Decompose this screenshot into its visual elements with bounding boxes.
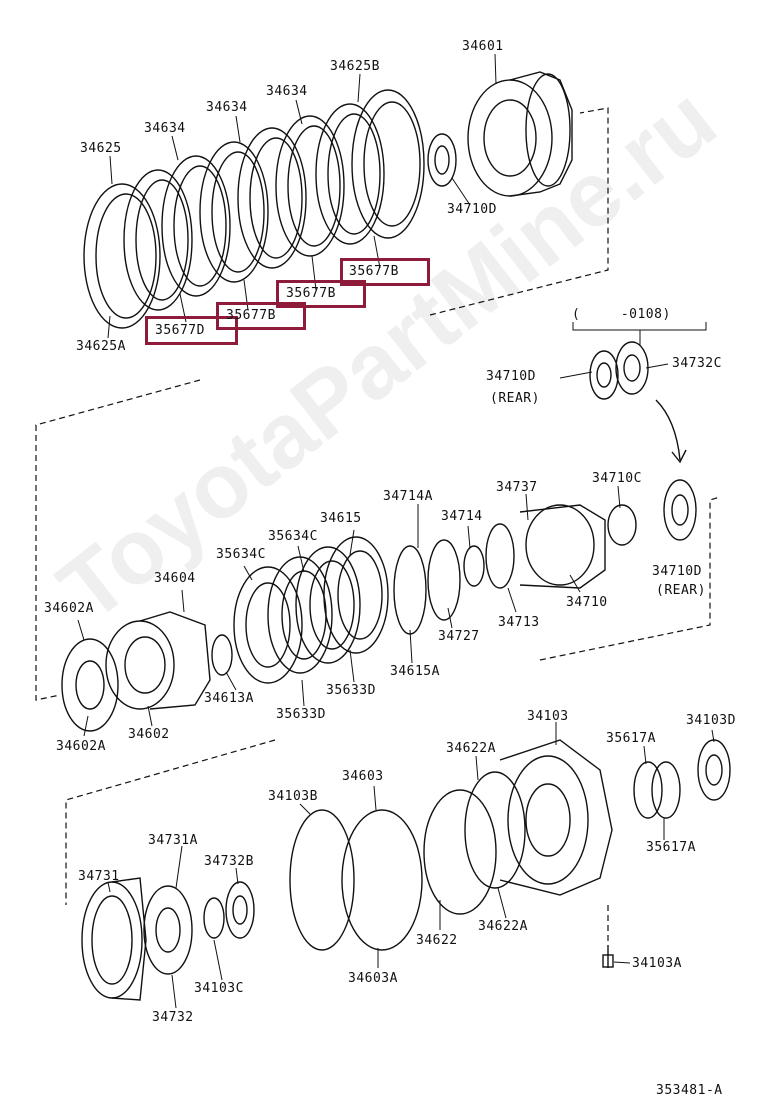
callout-34625B[interactable]: 34625B	[330, 59, 380, 74]
callout-34602A[interactable]: 34602A	[44, 601, 94, 616]
leader-lines	[77, 53, 715, 1009]
callout-34732C[interactable]: 34732C	[672, 356, 722, 371]
callout-34615A[interactable]: 34615A	[390, 664, 440, 679]
callout-34710D-rear[interactable]: 34710D	[652, 564, 702, 579]
washer-34710D-top	[427, 133, 457, 187]
callout-34603A[interactable]: 34603A	[348, 971, 398, 986]
bracket-note: ( -0108)	[572, 307, 671, 322]
rear-note: (REAR)	[656, 583, 706, 598]
callout-34103B[interactable]: 34103B	[268, 789, 318, 804]
callout-35633D[interactable]: 35633D	[276, 707, 326, 722]
callout-35633D[interactable]: 35633D	[326, 683, 376, 698]
callout-34714[interactable]: 34714	[441, 509, 483, 524]
callout-34737[interactable]: 34737	[496, 480, 538, 495]
highlight-box-35677B-1	[340, 258, 430, 286]
rear-note: (REAR)	[490, 391, 540, 406]
callout-34613A[interactable]: 34613A	[204, 691, 254, 706]
callout-34732B[interactable]: 34732B	[204, 854, 254, 869]
callout-35634C[interactable]: 35634C	[268, 529, 318, 544]
callout-34710[interactable]: 34710	[566, 595, 608, 610]
callout-35617A[interactable]: 35617A	[646, 840, 696, 855]
callout-35677B[interactable]: 35677B	[349, 264, 399, 279]
callout-34713[interactable]: 34713	[498, 615, 540, 630]
top-clutch-plates	[83, 89, 425, 329]
drum-34601	[467, 71, 573, 197]
callout-35677D[interactable]: 35677D	[155, 323, 205, 338]
callout-34634[interactable]: 34634	[206, 100, 248, 115]
callout-34731A[interactable]: 34731A	[148, 833, 198, 848]
middle-assembly	[61, 479, 697, 732]
callout-34103C[interactable]: 34103C	[194, 981, 244, 996]
diagram-id: 353481-A	[656, 1083, 723, 1098]
callout-34602[interactable]: 34602	[128, 727, 170, 742]
callout-34604[interactable]: 34604	[154, 571, 196, 586]
dashed-group-frames	[35, 107, 721, 945]
callout-35634C[interactable]: 35634C	[216, 547, 266, 562]
callout-34622[interactable]: 34622	[416, 933, 458, 948]
callout-34710D-rear[interactable]: 34710D	[486, 369, 536, 384]
lower-left-assembly	[81, 877, 255, 1001]
lower-assembly	[289, 739, 731, 968]
callout-35677B[interactable]: 35677B	[226, 308, 276, 323]
callout-34103[interactable]: 34103	[527, 709, 569, 724]
callout-35617A[interactable]: 35617A	[606, 731, 656, 746]
callout-34714A[interactable]: 34714A	[383, 489, 433, 504]
callout-34601[interactable]: 34601	[462, 39, 504, 54]
highlight-box-35677D	[145, 316, 238, 345]
callout-34103A[interactable]: 34103A	[632, 956, 682, 971]
callout-34727[interactable]: 34727	[438, 629, 480, 644]
rear-washers	[589, 341, 687, 464]
callout-34615[interactable]: 34615	[320, 511, 362, 526]
callout-34731[interactable]: 34731	[78, 869, 120, 884]
callout-34602A[interactable]: 34602A	[56, 739, 106, 754]
callout-34625[interactable]: 34625	[80, 141, 122, 156]
callout-34634[interactable]: 34634	[266, 84, 308, 99]
callout-34622A[interactable]: 34622A	[446, 741, 496, 756]
callout-34622A[interactable]: 34622A	[478, 919, 528, 934]
highlight-box-35677B-2	[276, 280, 366, 308]
callout-35677B[interactable]: 35677B	[286, 286, 336, 301]
callout-34634[interactable]: 34634	[144, 121, 186, 136]
callout-34710D[interactable]: 34710D	[447, 202, 497, 217]
callout-34732[interactable]: 34732	[152, 1010, 194, 1025]
callout-34710C[interactable]: 34710C	[592, 471, 642, 486]
callout-34603[interactable]: 34603	[342, 769, 384, 784]
callout-34103D[interactable]: 34103D	[686, 713, 736, 728]
callout-34625A[interactable]: 34625A	[76, 339, 126, 354]
